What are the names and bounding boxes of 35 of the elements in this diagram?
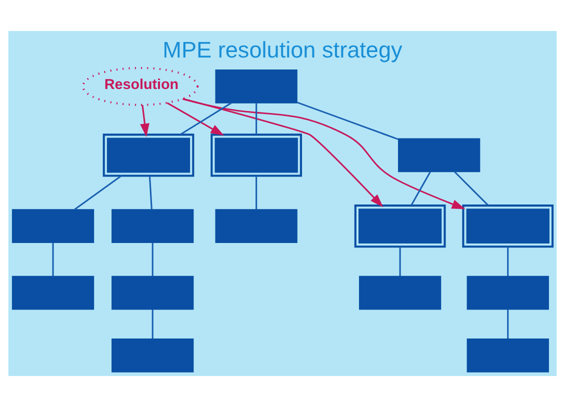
node-box [215, 209, 298, 244]
node-box [210, 134, 302, 177]
node-box [398, 138, 480, 172]
node-box [112, 338, 194, 372]
node-box [215, 70, 298, 104]
node-box [112, 209, 194, 244]
node-box [359, 276, 442, 310]
arrow [140, 104, 150, 137]
connector [507, 309, 509, 339]
connector [454, 171, 488, 206]
connector [152, 242, 154, 276]
connector [148, 176, 152, 210]
connector [256, 102, 258, 134]
node-box [466, 338, 549, 372]
connector [507, 246, 509, 276]
connector [399, 246, 401, 276]
connector [52, 242, 54, 276]
node-ellipse: Resolution [82, 66, 199, 106]
arrow [182, 98, 466, 210]
connector [74, 175, 122, 210]
connector [180, 102, 232, 136]
arrow [183, 98, 384, 208]
node-box [462, 204, 554, 248]
node-box [466, 276, 549, 310]
connector [410, 172, 431, 206]
diagram-title: MPE resolution strategy [162, 37, 402, 62]
node-box [354, 204, 446, 248]
node-box [112, 276, 194, 310]
arrow [166, 102, 224, 136]
connector [296, 102, 399, 140]
node-box [12, 209, 94, 244]
node-box [12, 276, 94, 310]
node-box [102, 134, 194, 177]
connector [256, 176, 258, 210]
connector [152, 309, 154, 339]
